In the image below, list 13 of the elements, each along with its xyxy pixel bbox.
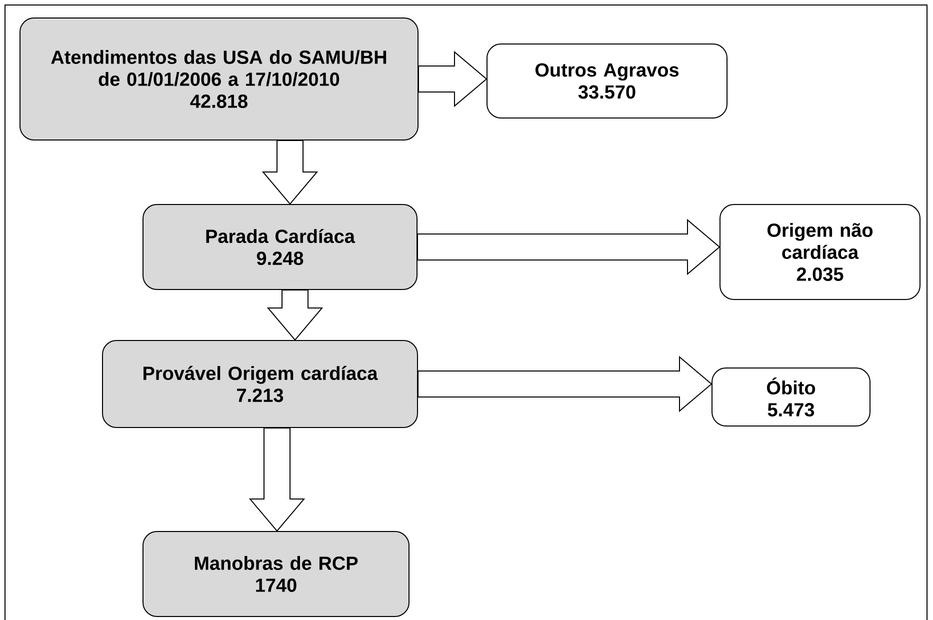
result-box: Óbito 5.473 (712, 368, 870, 426)
block-arrow (248, 428, 306, 532)
result-box: Origem não cardíaca 2.035 (720, 204, 920, 300)
block-arrow (266, 290, 324, 341)
block-arrow (418, 356, 712, 412)
block-arrow (418, 50, 488, 108)
process-box: Manobras de RCP 1740 (142, 531, 410, 617)
process-box: Atendimentos das USA do SAMU/BH de 01/01/2006 a 17/10/2010 42.818 (20, 18, 418, 140)
process-box: Parada Cardíaca 9.248 (142, 204, 418, 290)
process-box: Provável Origem cardíaca 7.213 (102, 340, 418, 428)
result-box: Outros Agravos 33.570 (486, 44, 728, 118)
block-arrow (262, 140, 318, 205)
block-arrow (417, 218, 720, 276)
